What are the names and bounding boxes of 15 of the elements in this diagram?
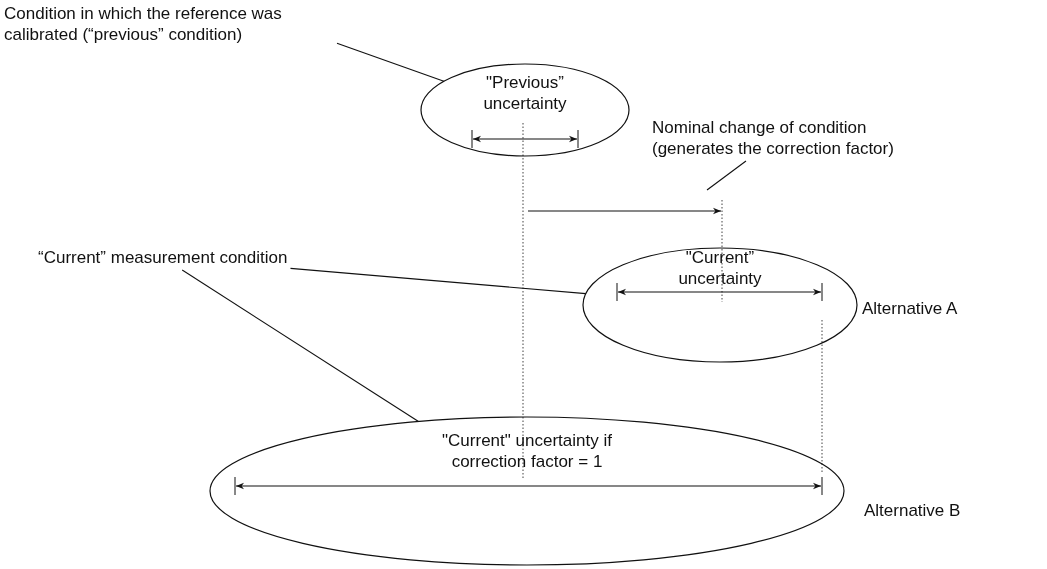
leader-line (336, 42, 445, 82)
leader-line (706, 160, 747, 191)
uncertainty-label: "Previous” uncertainty (482, 72, 568, 114)
callout-text: Nominal change of condition (generates the correction factor) (652, 117, 902, 159)
callout-text: “Current” measurement condition (38, 247, 288, 268)
alternative-label: Alternative A (862, 298, 958, 319)
callout-text: Condition in which the reference was calibrated (“previous” condition) (4, 3, 334, 45)
condition-ellipse (209, 416, 845, 566)
leader-line (289, 267, 587, 295)
alternative-label: Alternative B (864, 500, 961, 521)
uncertainty-label: "Current” uncertainty (677, 247, 763, 289)
condition-ellipse (420, 63, 630, 157)
condition-ellipse (582, 247, 858, 363)
uncertainty-label: "Current" uncertainty if correction factor = 1 (441, 430, 613, 472)
leader-line (181, 269, 420, 423)
